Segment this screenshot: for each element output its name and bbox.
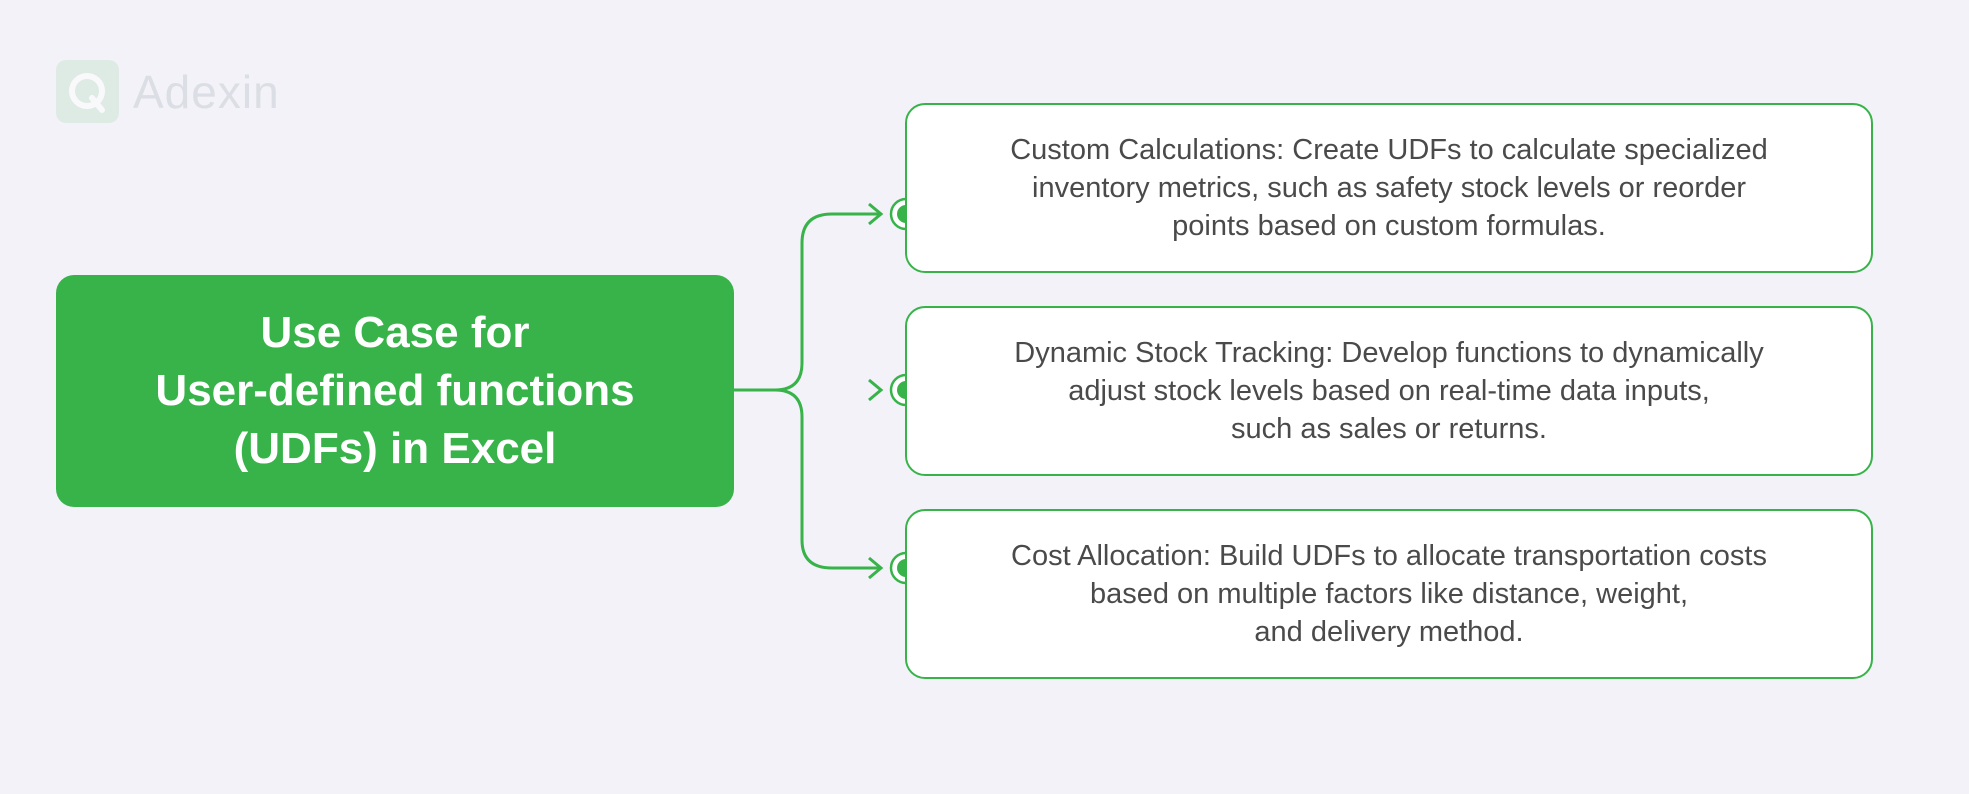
connector-top	[734, 212, 880, 392]
arrowhead-middle	[868, 378, 884, 402]
main-title: Use Case for User-defined functions (UDF…	[155, 308, 635, 473]
use-case-text-1: Custom Calculations: Create UDFs to calc…	[1010, 134, 1768, 242]
use-case-text-3: Cost Allocation: Build UDFs to allocate …	[1011, 540, 1767, 648]
use-case-text-2: Dynamic Stock Tracking: Develop function…	[1014, 337, 1764, 445]
use-case-card-3: Cost Allocation: Build UDFs to allocate …	[905, 509, 1873, 679]
main-topic-box: Use Case for User-defined functions (UDF…	[56, 275, 734, 507]
connector-bottom	[734, 388, 880, 570]
use-case-card-1: Custom Calculations: Create UDFs to calc…	[905, 103, 1873, 273]
logo-text: Adexin	[133, 65, 280, 118]
arrowhead-top	[868, 202, 884, 226]
logo: Adexin	[56, 60, 280, 123]
logo-icon	[56, 60, 119, 123]
arrowhead-bottom	[868, 556, 884, 580]
use-case-card-2: Dynamic Stock Tracking: Develop function…	[905, 306, 1873, 476]
